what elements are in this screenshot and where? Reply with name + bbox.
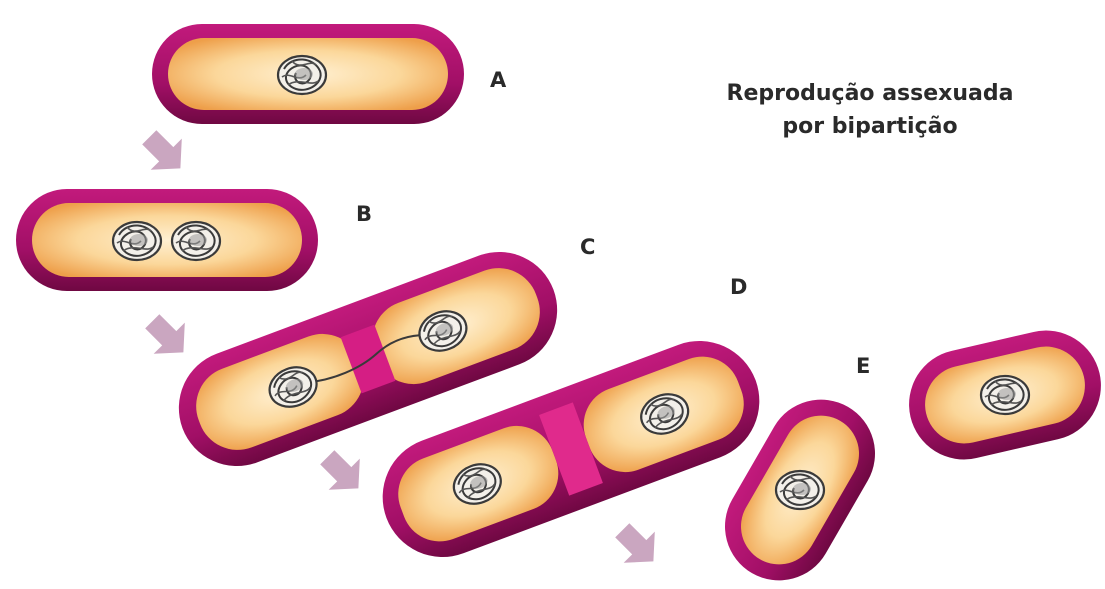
cell-stage-e-right — [898, 320, 1105, 471]
stage-label-a: A — [490, 68, 507, 92]
arrow-a-to-b — [134, 122, 196, 184]
cell-stage-a — [152, 24, 464, 124]
arrow-c-to-d — [312, 442, 374, 504]
stage-label-b: B — [356, 202, 372, 226]
cell-stage-b — [16, 189, 318, 291]
arrow-b-to-c — [137, 306, 199, 368]
stage-label-c: C — [580, 235, 595, 259]
diagram-title-line-1: Reprodução assexuada — [727, 81, 1014, 106]
arrow-d-to-e — [607, 515, 669, 577]
stage-label-d: D — [730, 275, 747, 299]
diagram-title-line-2: por bipartição — [782, 114, 957, 139]
stage-label-e: E — [856, 354, 870, 378]
